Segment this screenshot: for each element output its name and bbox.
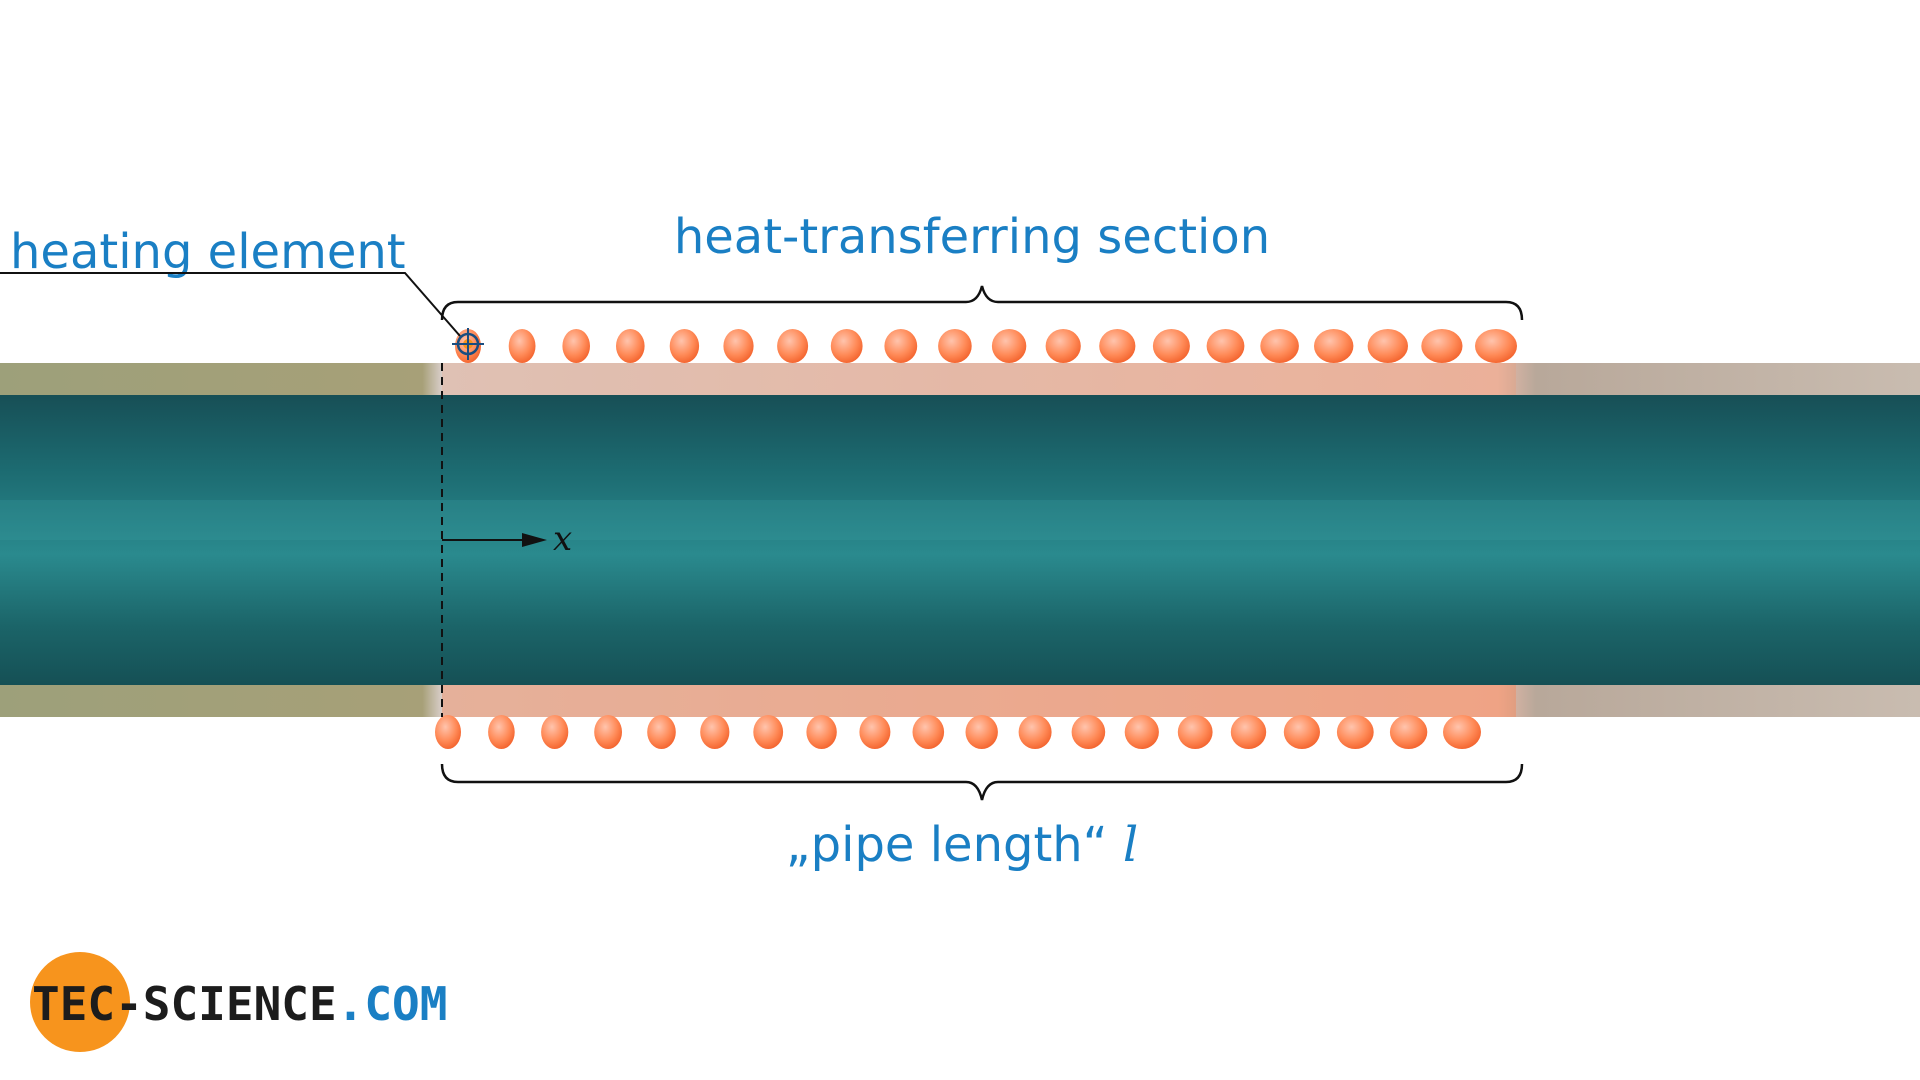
coil-cross-section bbox=[616, 329, 645, 363]
coil-cross-section bbox=[435, 715, 461, 749]
coil-cross-section bbox=[1230, 715, 1267, 749]
coil-cross-section bbox=[806, 715, 837, 749]
heated-wall-glow-bottom bbox=[442, 685, 1516, 717]
fluid-highlight bbox=[0, 500, 1920, 540]
logo-text: TEC-SCIENCE.COM bbox=[32, 977, 447, 1031]
coil-cross-section bbox=[912, 715, 945, 749]
heating-coil-bottom-row bbox=[435, 715, 1481, 749]
coil-cross-section bbox=[1475, 329, 1517, 363]
coil-cross-section bbox=[1421, 329, 1463, 363]
coil-cross-section bbox=[1389, 715, 1428, 749]
coil-cross-section bbox=[753, 715, 784, 749]
pipe-wall-bottom bbox=[0, 685, 1920, 717]
coil-cross-section bbox=[1206, 329, 1245, 363]
section-label: heat-transferring section bbox=[674, 209, 1270, 265]
coil-cross-section bbox=[723, 329, 754, 363]
coil-cross-section bbox=[1283, 715, 1320, 749]
heating-element-leader-line bbox=[0, 272, 461, 337]
coil-cross-section bbox=[488, 715, 515, 749]
pipe-length-text: „pipe length“ bbox=[786, 817, 1123, 873]
pipe-length-label: „pipe length“ l bbox=[786, 817, 1138, 873]
coil-cross-section bbox=[1367, 329, 1409, 363]
coil-cross-section bbox=[1314, 329, 1354, 363]
coil-cross-section bbox=[594, 715, 622, 749]
crosshair-target-icon bbox=[452, 328, 484, 360]
coil-cross-section bbox=[1099, 329, 1136, 363]
heating-coil-top-row bbox=[455, 329, 1517, 363]
coil-cross-section bbox=[1443, 715, 1481, 749]
coil-cross-section bbox=[1124, 715, 1159, 749]
coil-cross-section bbox=[1336, 715, 1374, 749]
fluid-flow bbox=[0, 395, 1920, 685]
heating-element-label: heating element bbox=[10, 224, 406, 280]
coil-cross-section bbox=[859, 715, 891, 749]
coil-cross-section bbox=[991, 329, 1027, 363]
section-brace-top bbox=[440, 285, 1524, 321]
pipe-length-brace bbox=[440, 763, 1524, 801]
coil-cross-section bbox=[1152, 329, 1190, 363]
tec-science-logo: TEC-SCIENCE.COM bbox=[30, 952, 447, 1052]
coil-cross-section bbox=[1071, 715, 1106, 749]
coil-cross-section bbox=[700, 715, 730, 749]
x-axis-arrowhead bbox=[522, 533, 547, 547]
coil-cross-section bbox=[669, 329, 700, 363]
x-axis-label: x bbox=[553, 519, 572, 559]
coil-cross-section bbox=[777, 329, 809, 363]
pipe-length-symbol: l bbox=[1123, 817, 1138, 873]
coil-cross-section bbox=[938, 329, 972, 363]
coil-cross-section bbox=[1045, 329, 1081, 363]
coil-cross-section bbox=[830, 329, 863, 363]
logo-circle bbox=[30, 952, 130, 1052]
coil-cross-section bbox=[541, 715, 569, 749]
heated-wall-glow-top bbox=[442, 363, 1516, 395]
coil-cross-section bbox=[965, 715, 998, 749]
coil-cross-section bbox=[562, 329, 590, 363]
coil-cross-section bbox=[508, 329, 536, 363]
pipe-wall-top bbox=[0, 363, 1920, 395]
coil-cross-section bbox=[647, 715, 676, 749]
coil-cross-section bbox=[1177, 715, 1213, 749]
coil-cross-section bbox=[884, 329, 918, 363]
coil-cross-section bbox=[1018, 715, 1052, 749]
coil-cross-section bbox=[1260, 329, 1299, 363]
